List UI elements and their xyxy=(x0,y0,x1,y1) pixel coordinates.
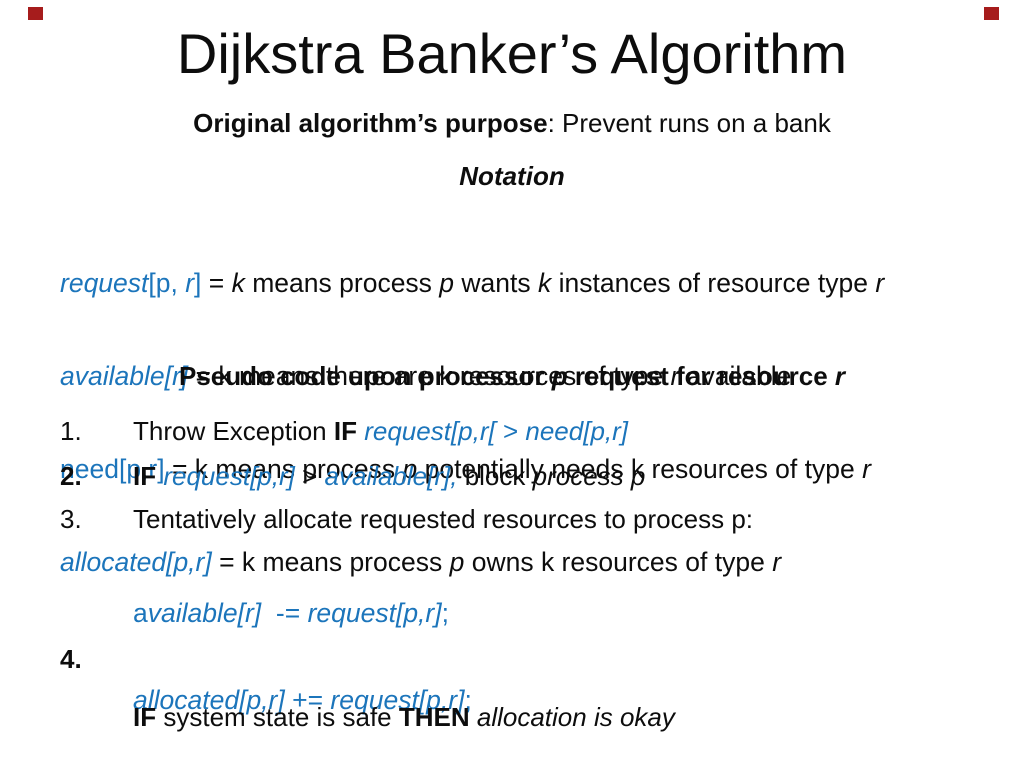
step-2-number: 2. xyxy=(60,461,82,491)
notation-line-allocated: allocated[p,r] = k means process p owns … xyxy=(60,547,782,577)
step-3-code-block: available[r] -= request[p,r]; allocated[… xyxy=(133,541,472,768)
code-line-available: available[r] -= request[p,r]; xyxy=(133,598,449,628)
step-1: 1. Throw Exception IF request[p,r[ > nee… xyxy=(60,417,1010,446)
step-2-text: IF request[p,r] > available[r], block pr… xyxy=(133,461,646,491)
slide-subtitle: Original algorithm’s purpose: Prevent ru… xyxy=(193,108,831,138)
step-1-number: 1. xyxy=(60,416,82,446)
notation-line-request: request[p, r] = k means process p wants … xyxy=(60,268,885,298)
notation-block: request[p, r] = k means process p wants … xyxy=(60,206,1010,640)
step-4-text: IF system state is safe THEN allocation … xyxy=(133,645,682,768)
notation-line-available: available[r] = k means there are k resou… xyxy=(60,361,792,391)
step-4: 4. IF system state is safe THEN allocati… xyxy=(60,645,1010,768)
notation-line-need: need[p,r] = k means process p potentiall… xyxy=(60,454,871,484)
corner-red-square-left xyxy=(28,7,43,20)
step-2: 2. IF request[p,r] > available[r], block… xyxy=(60,462,1010,491)
step-4-line-1: IF system state is safe THEN allocation … xyxy=(133,702,675,732)
pseudocode-heading: Pseudo code upon processor p request for… xyxy=(178,361,846,391)
notation-heading: Notation xyxy=(459,161,565,191)
corner-red-square-right xyxy=(984,7,999,20)
slide-title: Dijkstra Banker’s Algorithm xyxy=(176,22,848,85)
step-3-text: Tentatively allocate requested resources… xyxy=(133,504,754,534)
step-3-number: 3. xyxy=(60,504,82,534)
code-line-allocated: allocated[p,r] += request[p,r]; xyxy=(133,685,472,715)
step-4-number: 4. xyxy=(60,644,82,674)
step-3: 3. Tentatively allocate requested resour… xyxy=(60,505,1010,534)
step-1-text: Throw Exception IF request[p,r[ > need[p… xyxy=(133,416,629,446)
